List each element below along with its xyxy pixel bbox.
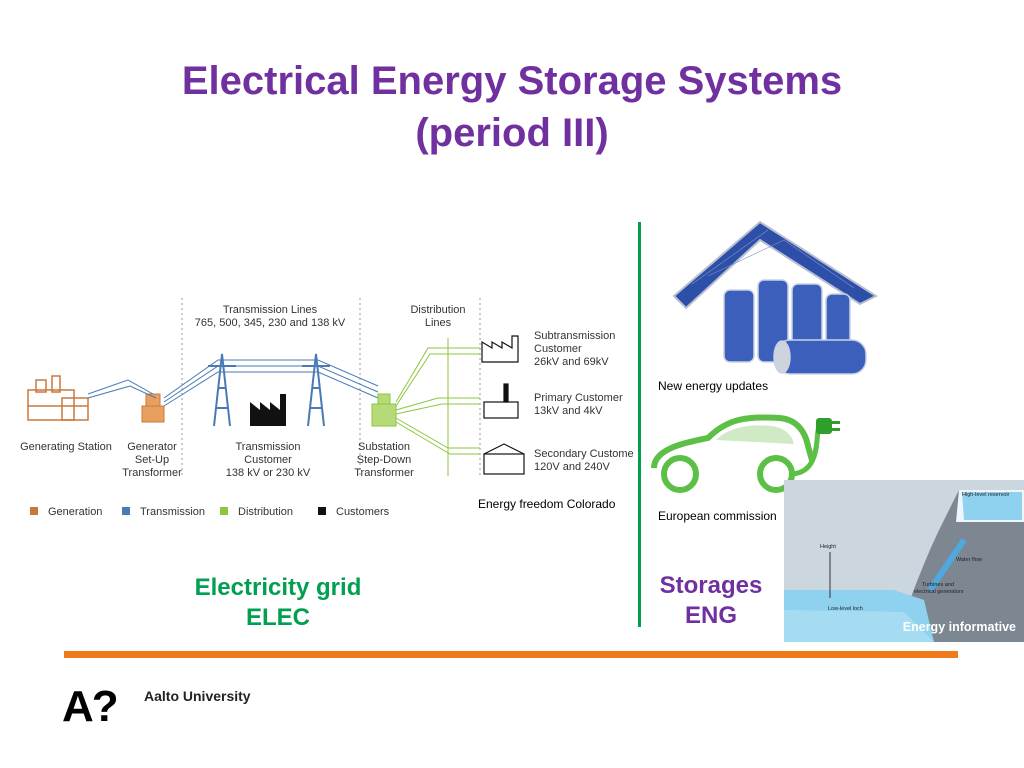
slide-title: Electrical Energy Storage Systems (perio… (0, 55, 1024, 159)
subtransmission-customer-icon (481, 335, 519, 363)
storages-label: Storages ENG (636, 571, 786, 631)
pumped-hydro-image: High-level reservoir Water flow Height T… (784, 480, 1024, 642)
legend-swatch-distribution (220, 507, 228, 515)
legend-customers: Customers (336, 506, 390, 518)
title-line-1: Electrical Energy Storage Systems (181, 59, 843, 103)
solar-battery-house-image (672, 220, 879, 375)
turbines-label: Turbines and (922, 582, 954, 588)
legend-transmission: Transmission (140, 506, 205, 518)
transmission-lines-kv: 765, 500, 345, 230 and 138 kV (195, 317, 346, 329)
university-name: Aalto University (144, 688, 251, 704)
transmission-tower-icon (208, 353, 236, 427)
aalto-logo-glyph: A? (62, 682, 119, 731)
eng-line-1: Storages (659, 572, 763, 599)
legend-generation: Generation (48, 506, 102, 518)
hydro-source-caption: Energy informative (903, 620, 1016, 634)
generator-label-2: Set-Up (135, 454, 169, 466)
elec-line-2: ELEC (245, 604, 310, 631)
electricity-grid-label: Electricity grid ELEC (178, 573, 378, 633)
subtransmission-label-2: Customer (534, 343, 582, 355)
transmission-tower-icon (302, 353, 330, 427)
transmission-customer-label: Transmission (236, 441, 301, 453)
diagram-legend: Generation Transmission Distribution Cus… (30, 506, 390, 518)
distribution-lines-label: Distribution (410, 304, 465, 316)
legend-distribution: Distribution (238, 506, 293, 518)
generating-station-label: Generating Station (20, 441, 112, 453)
generator-label: Generator (127, 441, 177, 453)
primary-customer-label: Primary Customer (534, 392, 623, 404)
divider-vertical-line (638, 222, 641, 627)
substation-label-2: Step-Down (357, 454, 411, 466)
transmission-lines-label: Transmission Lines (223, 304, 318, 316)
secondary-customer-icon (483, 443, 525, 475)
turbines-label-2: electrical generators (914, 589, 964, 595)
water-flow-label: Water flow (956, 557, 982, 563)
transmission-customer-kv: 138 kV or 230 kV (226, 467, 311, 479)
height-label: Height (820, 544, 836, 550)
elec-line-1: Electricity grid (194, 574, 362, 601)
high-reservoir-label: High-level reservoir (962, 492, 1010, 498)
primary-customer-icon (483, 383, 519, 419)
house-source-caption: New energy updates (658, 379, 769, 393)
orange-rule (64, 651, 958, 658)
subtransmission-kv: 26kV and 69kV (534, 356, 609, 368)
aalto-logo: A? (62, 682, 119, 731)
generator-transformer-icon (141, 393, 165, 423)
transmission-customer-label-2: Customer (244, 454, 292, 466)
low-loch-label: Low-level loch (828, 606, 863, 612)
legend-swatch-customers (318, 507, 326, 515)
transmission-lines (87, 359, 379, 407)
eng-line-2: ENG (684, 602, 737, 629)
secondary-customer-label: Secondary Customer (534, 448, 634, 460)
substation-label-3: Transformer (354, 467, 414, 479)
primary-customer-kv: 13kV and 4kV (534, 405, 603, 417)
legend-swatch-generation (30, 507, 38, 515)
legend-swatch-transmission (122, 507, 130, 515)
factory-icon (250, 394, 286, 426)
distribution-lines-label-2: Lines (425, 317, 452, 329)
secondary-customer-v: 120V and 240V (534, 461, 611, 473)
generator-label-3: Transformer (122, 467, 182, 479)
electric-car-icon (651, 414, 840, 493)
generating-station-icon (27, 375, 89, 421)
grid-source-caption: Energy freedom Colorado (478, 497, 616, 511)
car-source-caption: European commission (658, 509, 777, 523)
distribution-lines (395, 338, 480, 476)
power-grid-diagram: Transmission Lines 765, 500, 345, 230 an… (20, 298, 634, 518)
title-line-2: (period III) (415, 111, 609, 155)
subtransmission-label: Subtransmission (534, 330, 615, 342)
substation-label: Substation (358, 441, 410, 453)
substation-icon (371, 393, 397, 427)
